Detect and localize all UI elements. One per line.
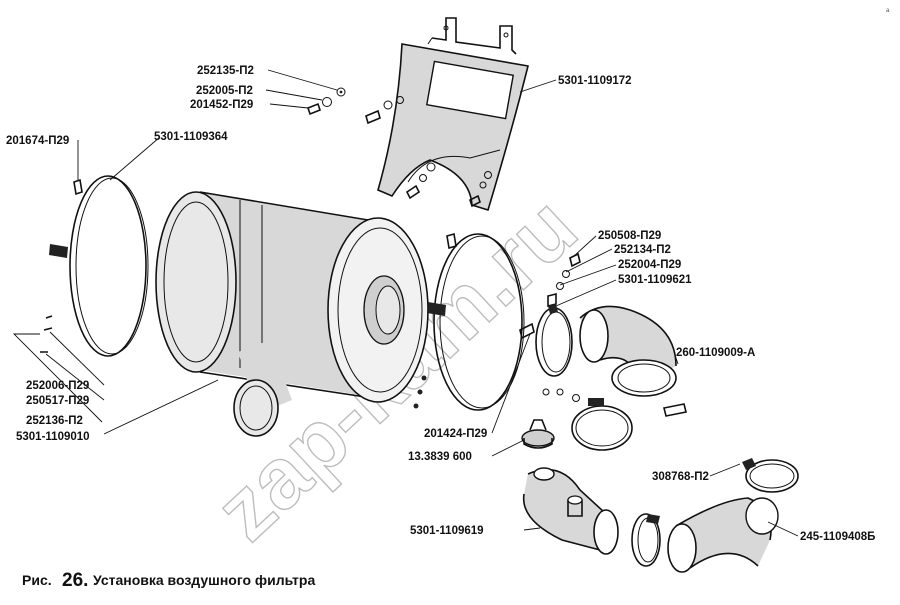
left-clamp-ring [40, 175, 149, 357]
caption-number: 26. [62, 570, 88, 591]
label-252004: 252004-П29 [618, 259, 681, 271]
label-5301-1109619: 5301-1109619 [410, 525, 484, 537]
label-5301-1109172: 5301-1109172 [558, 75, 632, 87]
top-fasteners [73, 87, 492, 250]
label-252134: 252134-П2 [614, 244, 671, 256]
label-5301-1109364: 5301-1109364 [154, 131, 228, 143]
hose-clamp-lower [571, 398, 633, 451]
label-250517: 250517-П29 [26, 395, 89, 407]
label-201424: 201424-П29 [424, 428, 487, 440]
caption-title: Установка воздушного фильтра [93, 572, 315, 588]
right-clamp-ring [413, 233, 535, 411]
label-13-3839: 13.3839 600 [408, 451, 472, 463]
restriction-sensor [521, 419, 555, 449]
label-250508: 250508-П29 [598, 230, 661, 242]
hose-clamp-621 [535, 304, 573, 377]
label-308768: 308768-П2 [652, 471, 709, 483]
clamp-308768 [742, 458, 799, 493]
label-260-1109009: 260-1109009-А [676, 347, 755, 359]
corner-mark: a [886, 8, 890, 14]
small-clamp [631, 513, 661, 567]
label-201674: 201674-П29 [6, 135, 69, 147]
figure-caption: Рис. 26. Установка воздушного фильтра [22, 570, 315, 591]
leader-lines [12, 69, 799, 537]
label-5301-1109010: 5301-1109010 [16, 431, 90, 443]
label-252136: 252136-П2 [26, 415, 83, 427]
label-201452: 201452-П29 [190, 99, 253, 111]
filter-housing [155, 191, 429, 437]
label-252005: 252005-П2 [196, 85, 253, 97]
label-252006: 252006-П29 [26, 380, 89, 392]
part-labels: 252135-П2 252005-П2 201452-П29 5301-1109… [6, 65, 875, 543]
label-5301-1109621: 5301-1109621 [618, 274, 692, 286]
intake-pipe [522, 467, 619, 555]
mounting-bracket [377, 17, 529, 212]
caption-prefix: Рис. [22, 572, 52, 588]
label-252135: 252135-П2 [197, 65, 254, 77]
elbow-260 [579, 305, 677, 397]
elbow-hose-245 [667, 497, 779, 573]
label-245-1109408: 245-1109408Б [800, 531, 875, 543]
